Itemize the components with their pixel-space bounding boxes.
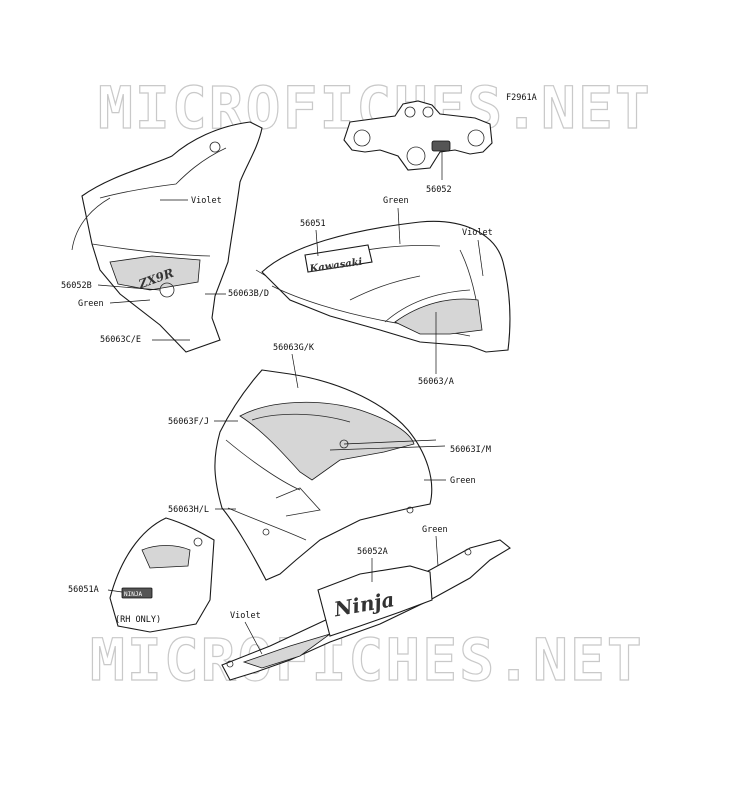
side-fairing (214, 369, 433, 581)
upper-cowl: ZX9R (71, 121, 263, 353)
label-56063HL: 56063H/L (168, 505, 209, 515)
label-56051A: 56051A (68, 585, 99, 595)
label-56052A: 56052A (357, 547, 388, 557)
top-bridge (343, 100, 493, 171)
tail-cowl: Ninja (221, 539, 511, 681)
small-badge-decal (121, 587, 153, 599)
figure-id: F2961A (506, 93, 537, 103)
label-56063FJ: 56063F/J (168, 417, 209, 427)
label-56063CE: 56063C/E (100, 335, 141, 345)
label-green-tail: Green (422, 525, 448, 535)
lower-fairing: NINJA (109, 517, 215, 633)
label-56052: 56052 (426, 185, 452, 195)
top-bridge-emblem (431, 140, 451, 152)
label-violet-tank: Violet (462, 228, 493, 238)
label-56063BD: 56063B/D (228, 289, 269, 299)
label-green-fairing: Green (450, 476, 476, 486)
label-rh-only: (RH ONLY) (115, 615, 161, 625)
label-56063GK: 56063G/K (273, 343, 315, 353)
fuel-tank: Kawasaki (261, 220, 511, 353)
label-violet-cowl: Violet (191, 196, 222, 206)
label-56063IM: 56063I/M (450, 445, 491, 455)
label-green-cowl: Green (78, 299, 104, 309)
watermark-bottom: MICROFICHES.NET (90, 626, 644, 694)
label-green-tank: Green (383, 196, 409, 206)
label-56052B: 56052B (61, 281, 92, 291)
label-56063A: 56063/A (418, 377, 454, 387)
label-56051: 56051 (300, 219, 326, 229)
small-badge-text: NINJA (124, 591, 142, 598)
label-violet-tail: Violet (230, 611, 261, 621)
